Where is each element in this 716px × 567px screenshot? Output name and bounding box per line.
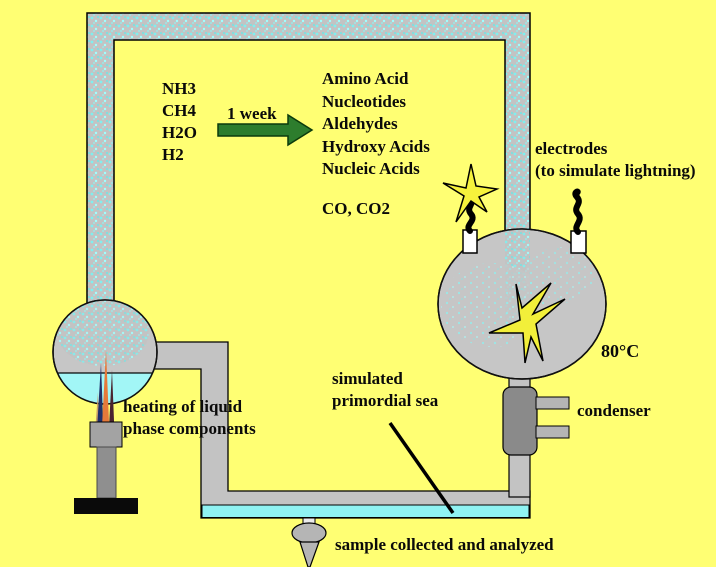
spark-star-icon bbox=[442, 163, 500, 223]
heating-label-line2: phase components bbox=[123, 419, 256, 438]
gas-cloud-right bbox=[525, 247, 595, 303]
heating-label: heating of liquid phase components bbox=[123, 396, 256, 440]
product-item: Hydroxy Acids bbox=[322, 136, 430, 156]
funnel-bulb bbox=[291, 522, 327, 544]
products-list: Amino Acid Nucleotides Aldehydes Hydroxy… bbox=[322, 68, 430, 181]
reactant-item: H2O bbox=[162, 123, 197, 142]
flask-vapor bbox=[57, 300, 149, 366]
lightning-spark-icon bbox=[488, 282, 566, 364]
heating-label-line1: heating of liquid bbox=[123, 397, 243, 416]
electrodes-label-line1: electrodes bbox=[535, 139, 608, 158]
burner-base bbox=[74, 498, 138, 514]
sea-label-line1: simulated bbox=[332, 369, 403, 388]
condenser-label: condenser bbox=[577, 401, 651, 420]
product-item: Amino Acid bbox=[322, 69, 409, 88]
sample-label: sample collected and analyzed bbox=[335, 535, 554, 554]
electrode-wire-right bbox=[572, 188, 583, 235]
reactant-item: CH4 bbox=[162, 101, 196, 120]
reactants-list: NH3 CH4 H2O H2 bbox=[162, 78, 197, 166]
product-item: Nucleic Acids bbox=[322, 159, 420, 178]
sea-label-line2: primordial sea bbox=[332, 391, 439, 410]
temperature-label: 80°C bbox=[601, 341, 640, 361]
condenser-body bbox=[502, 386, 538, 456]
sea-label: simulated primordial sea bbox=[332, 368, 438, 412]
right-arrow-icon bbox=[217, 113, 314, 147]
burner-stand bbox=[96, 446, 117, 499]
spark-flask-outline bbox=[437, 228, 607, 380]
condenser-pipe-top bbox=[535, 396, 570, 410]
electrodes-label-line2: (to simulate lightning) bbox=[535, 161, 696, 180]
electrodes-label: electrodes (to simulate lightning) bbox=[535, 138, 696, 182]
reactant-item: H2 bbox=[162, 145, 184, 164]
burner-collar bbox=[89, 421, 123, 448]
sea-pointer-line bbox=[388, 421, 455, 515]
reactant-item: NH3 bbox=[162, 79, 196, 98]
duration-label: 1 week bbox=[227, 104, 277, 123]
gases-label: CO, CO2 bbox=[322, 199, 390, 218]
product-item: Aldehydes bbox=[322, 114, 398, 133]
product-item: Nucleotides bbox=[322, 91, 407, 111]
condenser-pipe-bottom bbox=[535, 425, 570, 439]
bottom-tube-run bbox=[149, 341, 531, 519]
trap-liquid bbox=[201, 504, 530, 518]
funnel-cone bbox=[299, 541, 320, 567]
